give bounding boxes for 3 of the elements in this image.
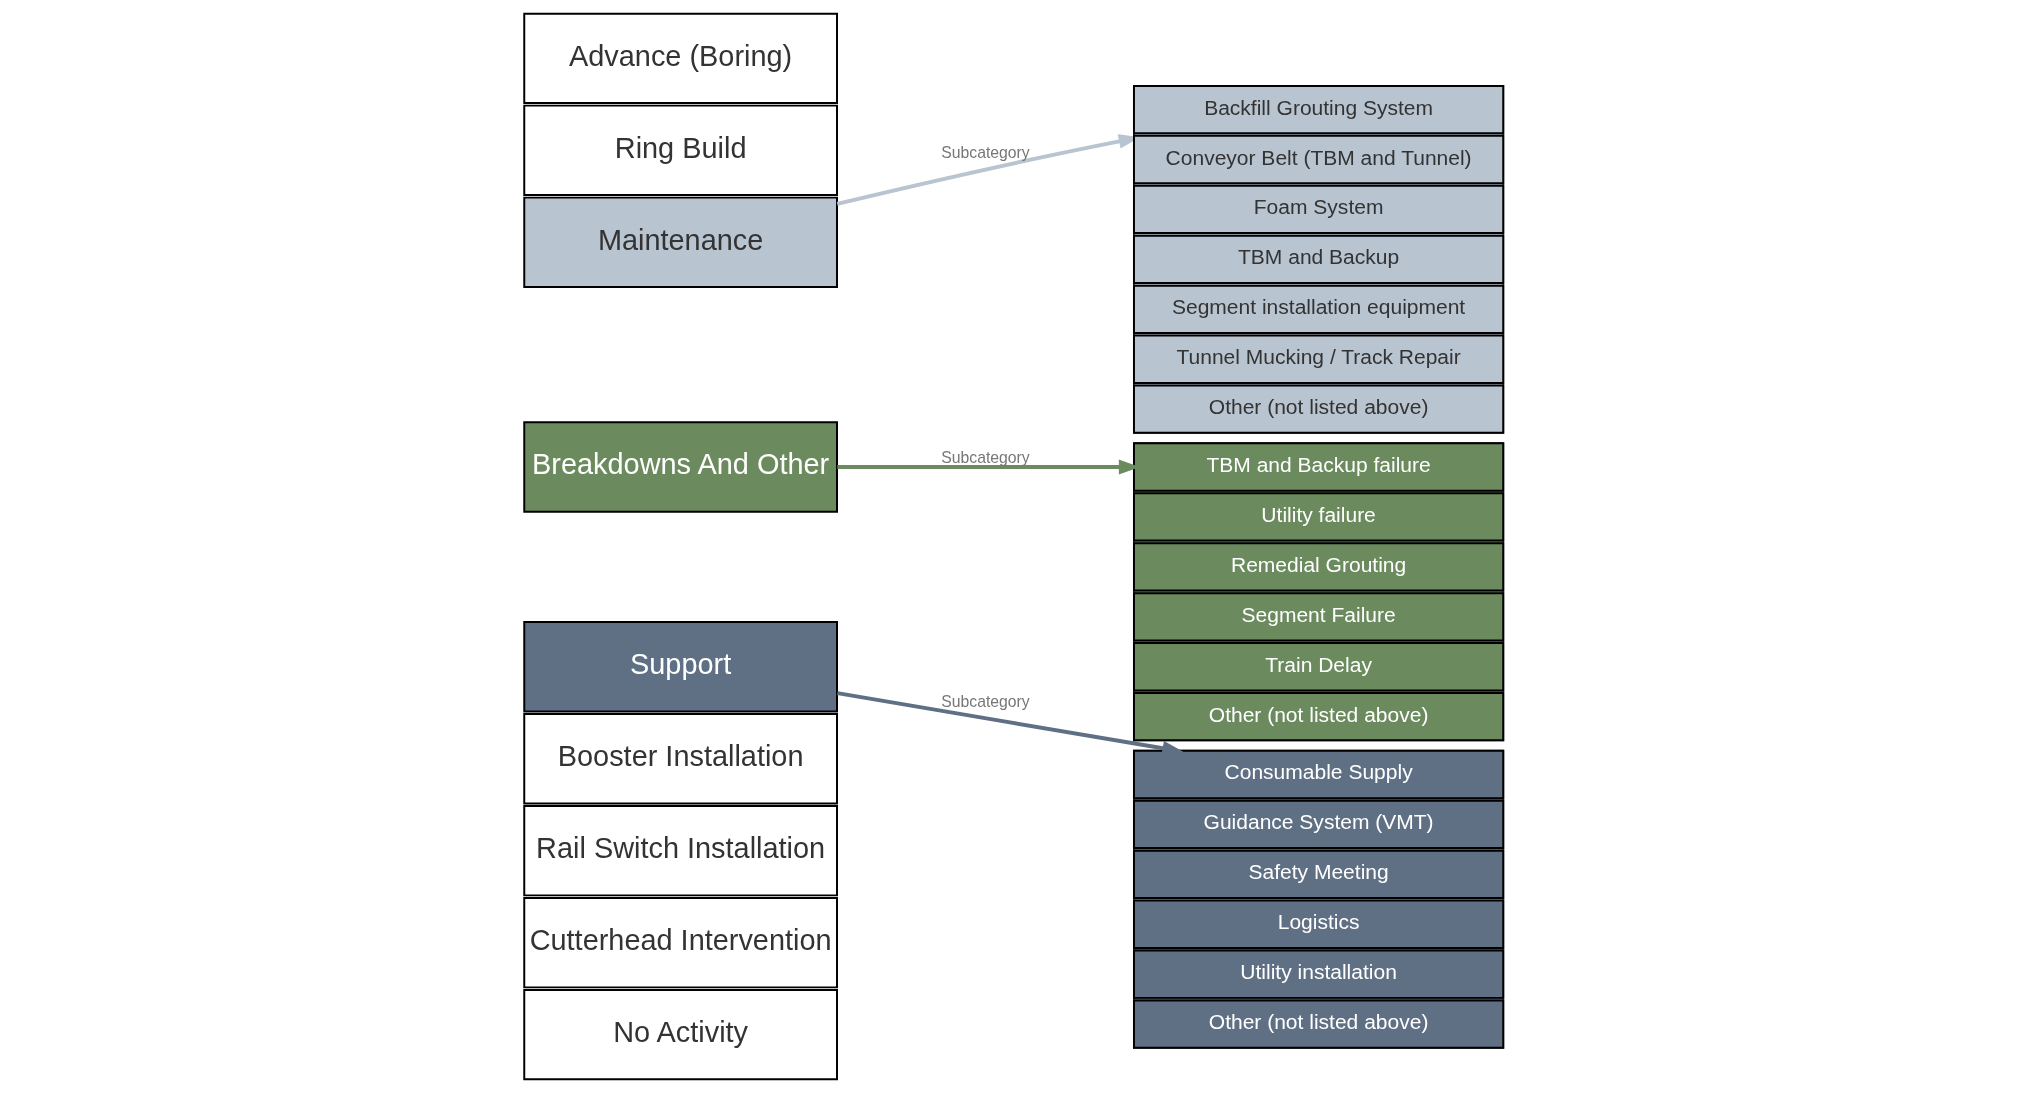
edge-label: Subcategory	[941, 448, 1030, 466]
edge-label: Subcategory	[941, 143, 1030, 161]
edge-label: Subcategory	[941, 692, 1030, 710]
